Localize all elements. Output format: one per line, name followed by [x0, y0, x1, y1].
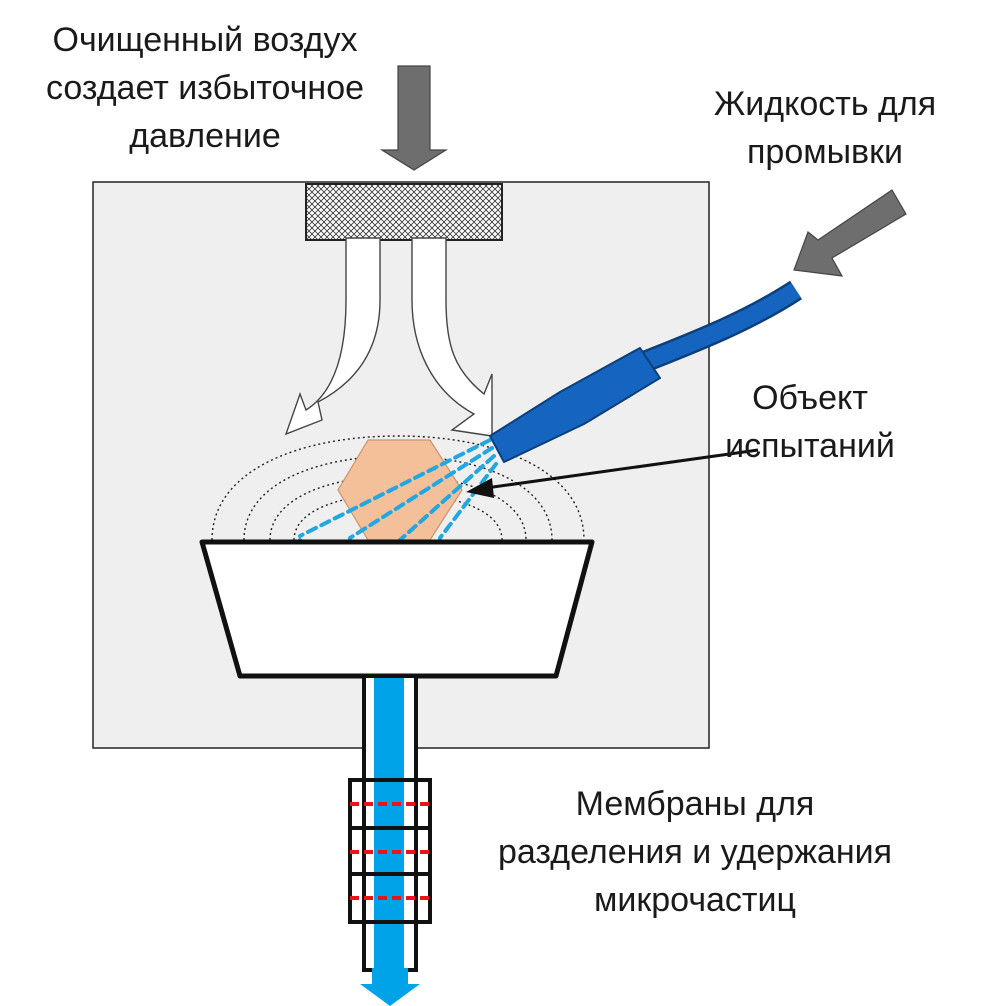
object-pointer [466, 448, 759, 498]
funnel [199, 539, 595, 679]
liquid-label: Жидкость для промывки [713, 85, 937, 171]
air-filter [305, 183, 503, 241]
membranes-label: Мембраны для разделения и удержания микр… [497, 785, 893, 919]
air-inlet-arrow [379, 65, 449, 171]
outflow-arrow [360, 968, 420, 1006]
object-label: Объект испытаний [725, 379, 895, 465]
air-label: Очищенный воздух создает избыточное давл… [45, 21, 365, 155]
wash-nozzle [489, 347, 661, 463]
liquid-inlet-arrow [793, 189, 907, 277]
outlet-tube-flow [374, 678, 404, 968]
air-flow-arrow-left [284, 237, 381, 436]
